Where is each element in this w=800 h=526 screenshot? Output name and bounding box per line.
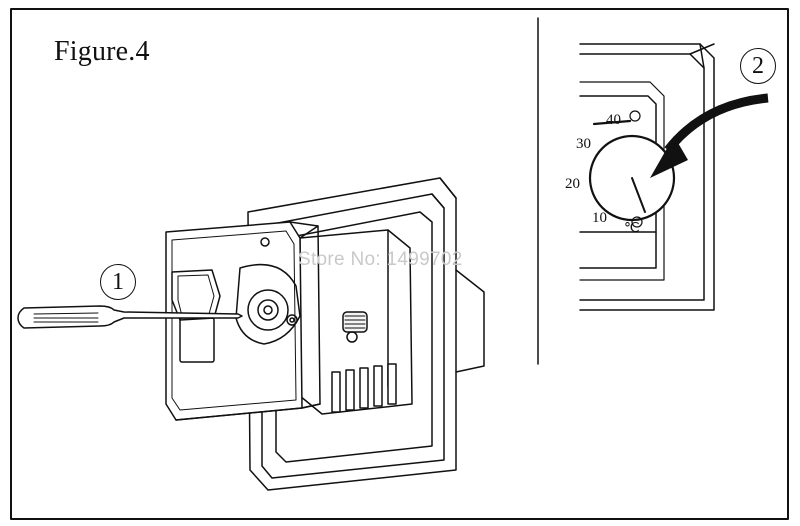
outer-border [10,8,789,520]
arrow-pointer [650,93,769,178]
step-number: 1 [112,269,124,295]
cooling-fins [331,363,397,413]
dial-unit: ℃ [624,221,640,236]
step-marker-1: 1 [100,264,136,300]
step-circle [100,264,136,300]
figure-title: Figure.4 [54,36,150,67]
step-number: 2 [752,53,764,79]
screwdriver [17,305,243,329]
dial-scale-10: 10 [592,210,607,226]
wall-plate [247,177,485,491]
dial-scale-40: 40 [606,112,621,128]
dial-scale-20: 20 [565,176,580,192]
mechanism-block [299,229,413,415]
dial-plate [579,43,715,311]
dial-scale-30: 30 [576,136,591,152]
front-cover [165,221,321,421]
dial-knob [588,110,676,228]
store-watermark: Store No: 1499702 [298,249,463,270]
step-marker-2: 2 [740,48,776,84]
step-circle [740,48,776,84]
